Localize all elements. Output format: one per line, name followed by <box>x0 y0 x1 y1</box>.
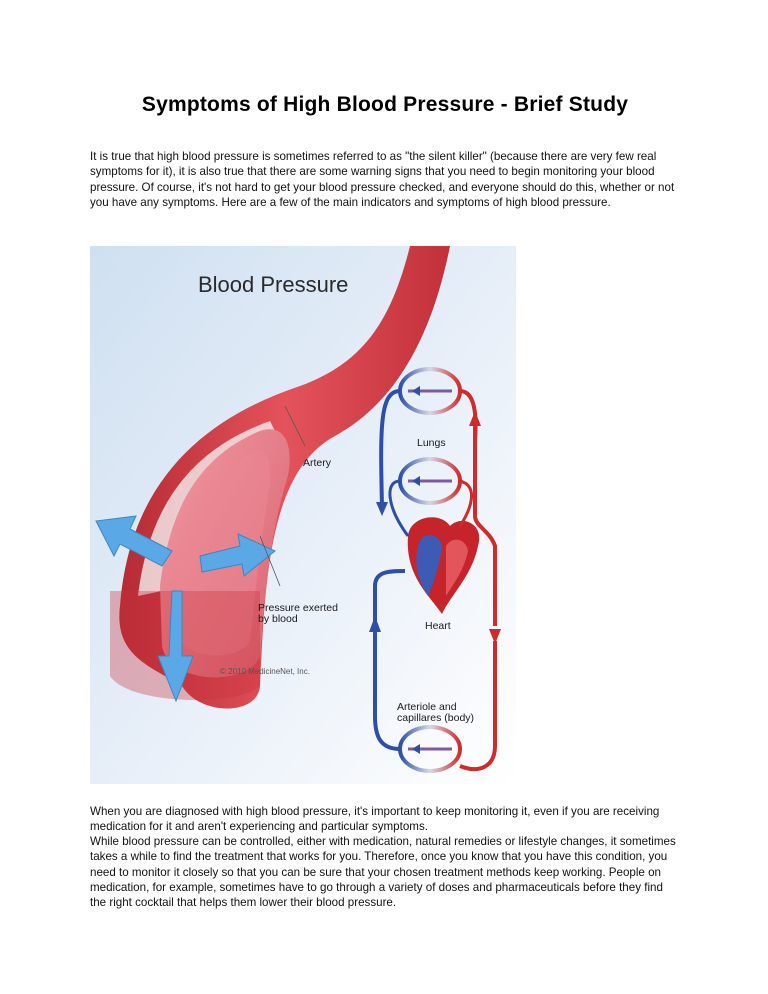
label-pressure-line1: Pressure exerted <box>258 602 338 614</box>
circulation-diagram <box>369 367 501 773</box>
document-title: Symptoms of High Blood Pressure - Brief … <box>141 93 629 116</box>
paragraph-monitoring: When you are diagnosed with high blood p… <box>90 805 660 834</box>
label-lungs: Lungs <box>417 437 446 449</box>
label-pressure-line2: by blood <box>258 613 298 625</box>
blood-pressure-figure: Blood Pressure <box>90 246 516 784</box>
heart-shape <box>407 517 480 614</box>
heading-text: Blood Pressure <box>198 272 348 297</box>
copyright-text: © 2010 MedicineNet, Inc. <box>220 667 310 676</box>
label-artery: Artery <box>303 457 332 469</box>
paragraph-treatment: While blood pressure can be controlled, … <box>90 835 676 910</box>
label-arteriole-line2: capillares (body) <box>397 712 474 724</box>
intro-paragraph: It is true that high blood pressure is s… <box>90 150 675 209</box>
figure-heading: Blood Pressure <box>198 272 348 297</box>
pressure-arrows <box>95 515 276 703</box>
label-heart: Heart <box>425 620 451 632</box>
pointer-lines <box>259 405 306 587</box>
label-arteriole-line1: Arteriole and <box>397 701 457 713</box>
